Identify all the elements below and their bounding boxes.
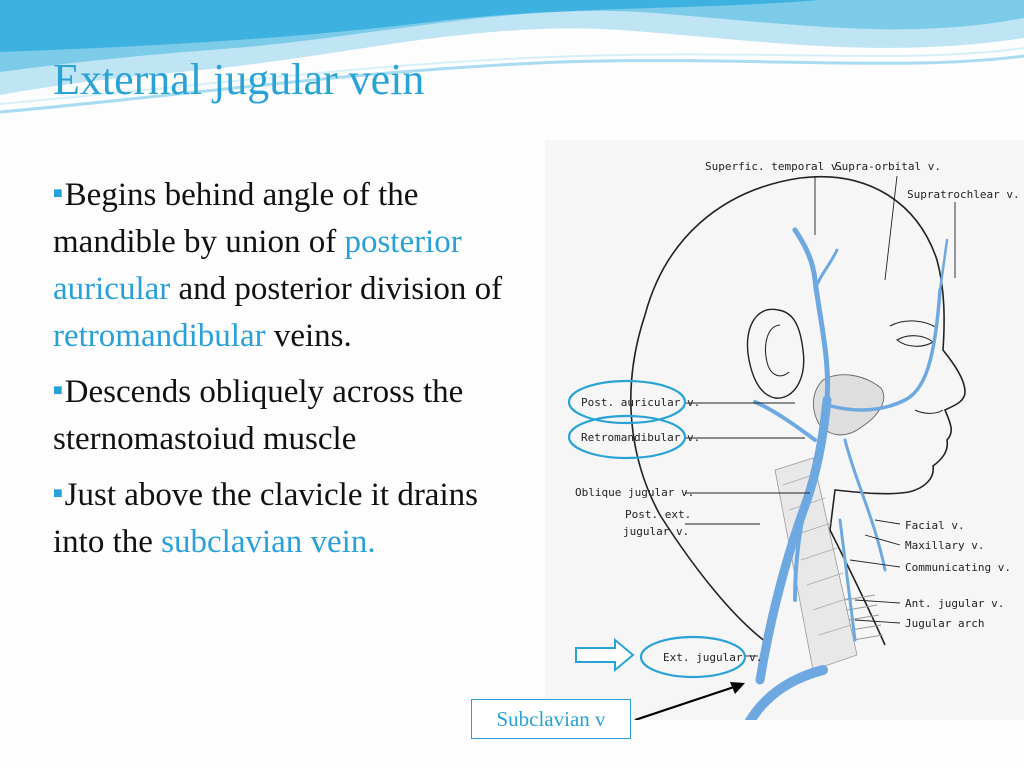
label-post-auricular: Post. auricular v. [581, 396, 700, 409]
label-post-ext-jugular: Post. ext. [625, 508, 691, 521]
bullet-list: ■Begins behind angle of the mandible by … [53, 170, 513, 573]
label-facial: Facial v. [905, 519, 965, 532]
label-retromandibular: Retromandibular v. [581, 431, 700, 444]
header-wave-decoration [0, 0, 1024, 114]
slide-title: External jugular vein [53, 55, 425, 104]
outline-arrow-icon [575, 637, 635, 673]
label-ext-jugular: Ext. jugular v. [663, 651, 762, 664]
square-bullet-icon: ■ [53, 185, 63, 202]
bullet-item: ■Descends obliquely across the sternomas… [53, 374, 464, 457]
label-ant-jugular: Ant. jugular v. [905, 597, 1004, 610]
label-communicating: Communicating v. [905, 561, 1011, 574]
highlight-term: posterior auricular [53, 224, 462, 307]
highlight-ellipse [567, 414, 687, 460]
highlight-ellipse [567, 379, 687, 425]
square-bullet-icon: ■ [53, 485, 63, 502]
highlight-ellipse [639, 635, 747, 679]
label-jugular-arch: Jugular arch [905, 617, 984, 630]
bullet-item: ■Begins behind angle of the mandible by … [53, 177, 503, 354]
subclavian-callout: Subclavian v [471, 699, 631, 739]
highlight-term: retromandibular [53, 318, 266, 354]
head-neck-vein-diagram: Superfic. temporal v. Supra-orbital v. S… [545, 140, 1024, 720]
label-supratrochlear: Supratrochlear v. [907, 188, 1020, 201]
highlight-term: subclavian vein. [161, 524, 376, 560]
label-supra-orbital: Supra-orbital v. [835, 160, 941, 173]
bullet-item: ■Just above the clavicle it drains into … [53, 477, 478, 560]
label-superficial-temporal: Superfic. temporal v. [705, 160, 844, 173]
label-maxillary: Maxillary v. [905, 539, 984, 552]
label-oblique-jugular: Oblique jugular v. [575, 486, 694, 499]
arrowhead-icon [730, 682, 745, 694]
square-bullet-icon: ■ [53, 382, 63, 399]
label-post-ext-jugular: jugular v. [623, 525, 689, 538]
